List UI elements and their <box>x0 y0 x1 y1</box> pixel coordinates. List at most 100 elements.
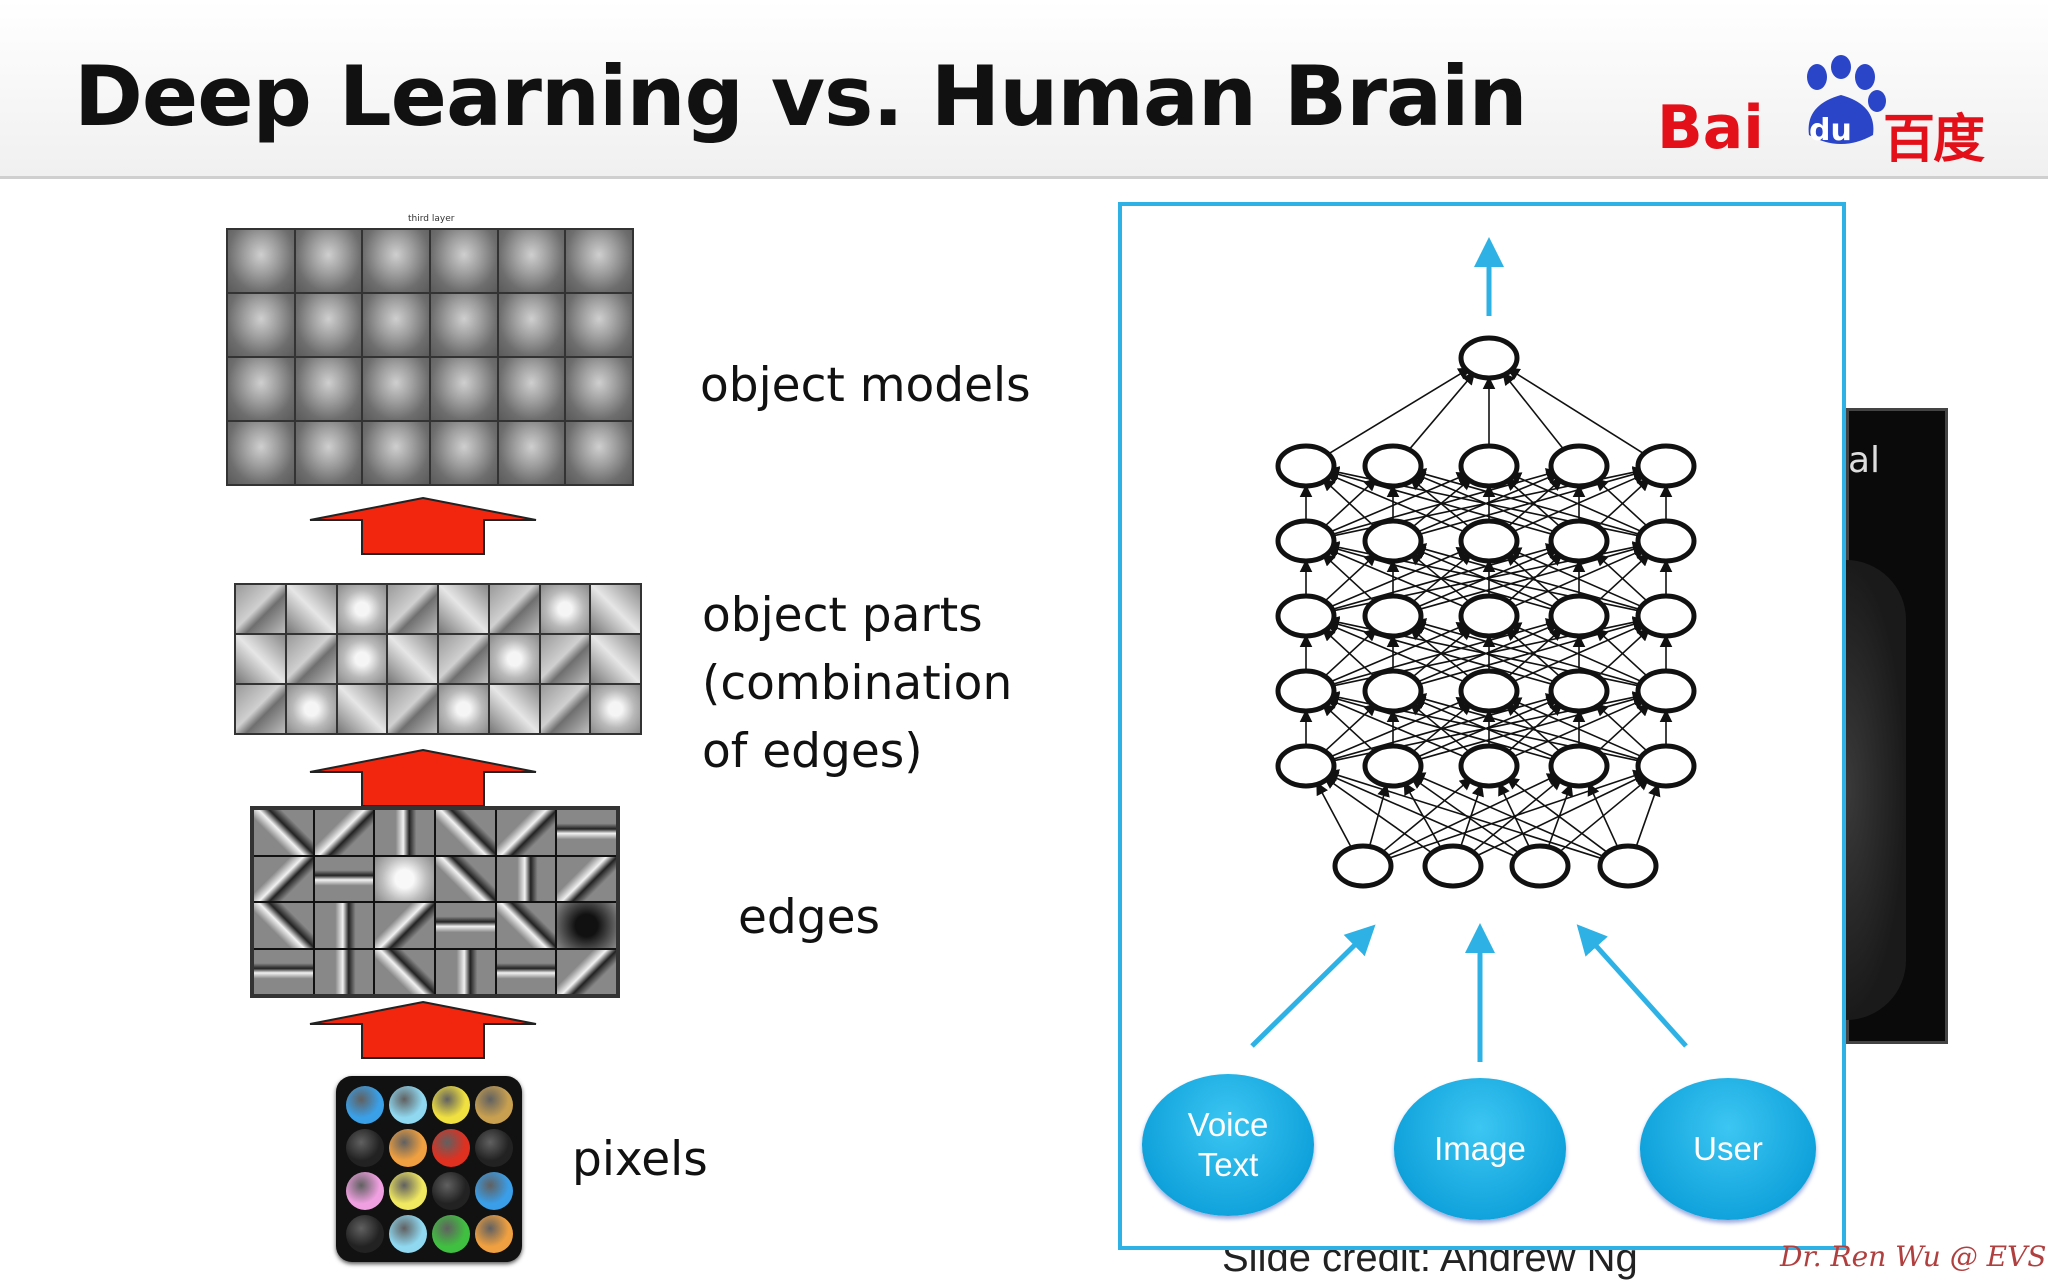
network-node <box>1458 668 1520 714</box>
pixel-dot <box>346 1215 384 1253</box>
watermark: Dr. Ren Wu @ EVS15 <box>1780 1240 2048 1273</box>
feature-cell <box>591 685 640 733</box>
feature-cell <box>498 294 565 356</box>
feature-cell <box>314 856 374 901</box>
network-node <box>1362 443 1424 489</box>
edges-grid <box>250 806 620 998</box>
network-connection <box>1325 622 1469 685</box>
feature-cell <box>489 685 539 733</box>
input-voice-label: Voice <box>1187 1106 1269 1143</box>
feature-cell <box>286 635 336 683</box>
network-connection <box>1470 777 1563 855</box>
label-object-models: object models <box>700 358 1031 413</box>
network-connection <box>1368 783 1390 848</box>
feature-cell <box>498 358 565 420</box>
feature-cell <box>388 585 437 633</box>
feature-cell <box>496 903 556 948</box>
network-connection <box>1505 552 1563 604</box>
pixel-dot <box>432 1129 470 1167</box>
network-node <box>1635 743 1697 789</box>
feature-cell <box>236 635 285 683</box>
feature-cell <box>295 422 362 484</box>
network-connection <box>1324 367 1472 457</box>
pixel-dot <box>432 1086 470 1124</box>
network-connection <box>1594 552 1650 604</box>
label-object-parts-line3: of edges) <box>702 724 923 779</box>
network-node <box>1362 668 1424 714</box>
network-node <box>1548 743 1610 789</box>
logo-bai-text: Bai <box>1657 93 1764 163</box>
network-connection <box>1321 477 1377 529</box>
pixel-dot <box>475 1129 513 1167</box>
network-connection <box>1508 697 1646 759</box>
network-connection <box>1508 547 1646 609</box>
feature-cell <box>295 358 362 420</box>
pixel-dot <box>389 1129 427 1167</box>
input-arrow-icon <box>1250 924 1376 1048</box>
feature-cell <box>557 856 616 901</box>
input-arrow-icon <box>1576 924 1688 1048</box>
feature-cell <box>566 358 632 420</box>
object-parts-grid <box>234 583 642 735</box>
network-connection <box>1505 702 1563 754</box>
feature-cell <box>566 422 632 484</box>
network-connection <box>1326 618 1558 687</box>
panel-partial-text: al <box>1848 440 1881 481</box>
feature-cell <box>498 230 565 292</box>
label-object-parts-line1: object parts <box>702 588 983 643</box>
network-connection <box>1325 547 1469 610</box>
feature-cell <box>436 856 495 901</box>
input-voice-text: Voice Text <box>1142 1074 1314 1216</box>
network-connection <box>1413 618 1645 687</box>
network-connection <box>1594 477 1650 529</box>
pixel-dot <box>475 1086 513 1124</box>
network-node <box>1275 518 1337 564</box>
network-connection <box>1321 552 1377 604</box>
network-node <box>1458 443 1520 489</box>
network-connection <box>1508 622 1646 684</box>
network-node <box>1635 518 1697 564</box>
feature-cell <box>375 949 434 994</box>
network-node <box>1362 518 1424 564</box>
feature-cell <box>436 903 495 948</box>
network-connection <box>1325 769 1607 861</box>
feature-cell <box>557 903 616 948</box>
feature-cell <box>363 294 429 356</box>
network-connection <box>1505 776 1611 855</box>
slide-title: Deep Learning vs. Human Brain <box>74 48 1528 145</box>
network-node <box>1332 843 1394 889</box>
feature-cell <box>540 685 590 733</box>
feature-cell <box>254 903 313 948</box>
network-connection <box>1380 777 1473 855</box>
network-connection <box>1459 783 1484 848</box>
feature-cell <box>430 230 497 292</box>
feature-cell <box>254 810 313 855</box>
feature-cell <box>337 585 387 633</box>
network-node <box>1275 743 1337 789</box>
feature-cell <box>557 810 616 855</box>
network-connection <box>1506 367 1648 457</box>
object-models-grid <box>226 228 634 486</box>
network-connection <box>1413 468 1645 537</box>
feature-cell <box>489 585 539 633</box>
network-connection <box>1587 782 1619 849</box>
feature-cell <box>591 635 640 683</box>
feature-cell <box>375 810 434 855</box>
feature-cell <box>314 949 374 994</box>
input-user-label: User <box>1693 1130 1763 1167</box>
neural-network-diagram <box>1250 237 1697 1062</box>
network-node <box>1548 668 1610 714</box>
network-connection <box>1325 472 1469 535</box>
feature-cell <box>430 422 497 484</box>
feature-cell <box>436 810 495 855</box>
pixel-dot <box>346 1086 384 1124</box>
pixel-dot <box>346 1129 384 1167</box>
feature-cell <box>430 294 497 356</box>
feature-cell <box>363 358 429 420</box>
network-connection <box>1325 772 1520 859</box>
network-connection <box>1594 702 1650 754</box>
network-node <box>1275 593 1337 639</box>
network-connection <box>1505 627 1563 679</box>
network-connection <box>1594 627 1650 679</box>
network-node <box>1458 518 1520 564</box>
